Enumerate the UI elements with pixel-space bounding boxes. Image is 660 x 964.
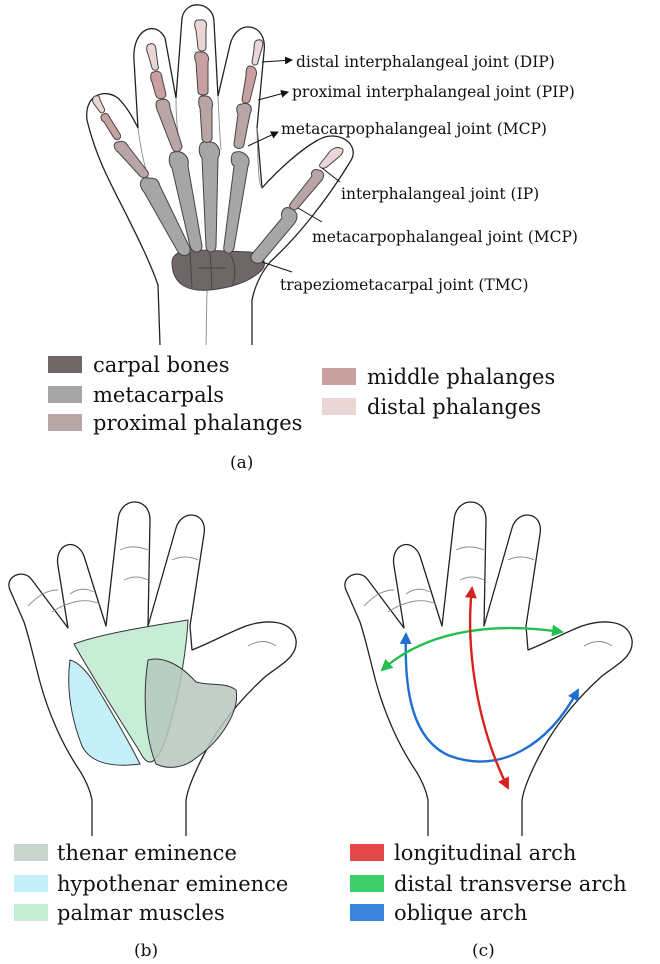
legend-thenar: thenar eminence: [57, 841, 237, 865]
legend-oblique: oblique arch: [394, 901, 527, 925]
swatch-thenar: [14, 844, 48, 861]
panel-c: longitudinal arch distal transverse arch…: [345, 502, 632, 961]
label-tmc: trapeziometacarpal joint (TMC): [280, 276, 529, 294]
legend-a: carpal bones metacarpals proximal phalan…: [48, 353, 555, 435]
swatch-middle-phalanges: [322, 368, 356, 385]
legend-c: longitudinal arch distal transverse arch…: [350, 841, 627, 925]
caption-c: (c): [472, 941, 495, 961]
label-mcp-thumb: metacarpophalangeal joint (MCP): [312, 228, 578, 246]
legend-longitudinal: longitudinal arch: [394, 841, 576, 865]
swatch-proximal-phalanges: [48, 414, 82, 431]
legend-proximal-phalanges: proximal phalanges: [93, 411, 302, 435]
legend-carpal-bones: carpal bones: [93, 353, 230, 377]
label-pip: proximal interphalangeal joint (PIP): [292, 83, 575, 101]
swatch-oblique: [350, 904, 384, 921]
caption-b: (b): [134, 941, 158, 961]
label-ip: interphalangeal joint (IP): [341, 185, 539, 203]
hand-outline-c: [345, 502, 632, 836]
legend-metacarpals: metacarpals: [93, 383, 224, 407]
swatch-carpal-bones: [48, 356, 82, 373]
legend-palmar-muscles: palmar muscles: [57, 901, 225, 925]
panel-a: distal interphalangeal joint (DIP) proxi…: [48, 5, 578, 473]
swatch-longitudinal: [350, 844, 384, 861]
legend-distal-transverse: distal transverse arch: [394, 872, 627, 896]
swatch-hypothenar: [14, 875, 48, 892]
label-mcp-finger: metacarpophalangeal joint (MCP): [281, 120, 547, 138]
swatch-palmar-muscles: [14, 904, 48, 921]
caption-a: (a): [230, 453, 253, 473]
swatch-metacarpals: [48, 386, 82, 403]
label-dip: distal interphalangeal joint (DIP): [296, 53, 555, 71]
legend-distal-phalanges: distal phalanges: [367, 395, 541, 419]
legend-hypothenar: hypothenar eminence: [57, 872, 288, 896]
swatch-distal-phalanges: [322, 398, 356, 415]
panel-b: thenar eminence hypothenar eminence palm…: [9, 502, 296, 961]
legend-b: thenar eminence hypothenar eminence palm…: [14, 841, 288, 925]
legend-middle-phalanges: middle phalanges: [367, 365, 555, 389]
swatch-distal-transverse: [350, 875, 384, 892]
